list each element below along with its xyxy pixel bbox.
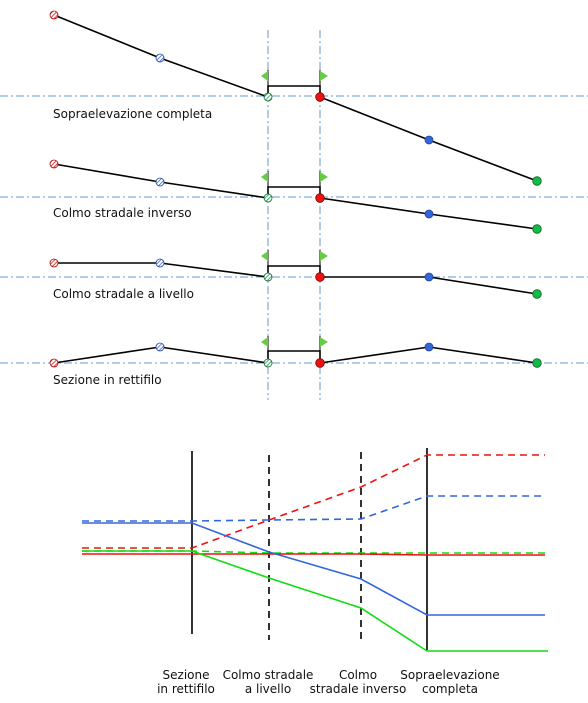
stage-label-level-crown-line1: Colmo stradale	[223, 668, 314, 682]
point-red	[315, 193, 325, 203]
point-red	[315, 358, 325, 368]
section-straight: Sezione in rettifilo	[49, 336, 542, 387]
point-red	[315, 92, 325, 102]
point-green-hatched	[263, 272, 273, 282]
stage-label-full-superelevation-line1: Sopraelevazione	[400, 668, 499, 682]
stage-label-straight-line1: Sezione	[163, 668, 210, 682]
stage-label-inverse-crown-line1: Colmo	[339, 668, 377, 682]
dashed-profile-red	[82, 454, 545, 549]
point-red	[315, 272, 325, 282]
flag-right-icon	[320, 251, 328, 261]
section-inverse-crown: Colmo stradale inverso	[49, 159, 542, 234]
point-green-hatched	[263, 358, 273, 368]
solid-profile-blue	[82, 522, 545, 616]
bottom-transition-diagram: Sezione in rettifilo Colmo stradale a li…	[82, 448, 548, 696]
point-red-hatched	[49, 159, 59, 169]
point-blue	[424, 135, 434, 145]
section-label: Colmo stradale a livello	[53, 287, 194, 301]
stage-label-level-crown-line2: a livello	[245, 682, 291, 696]
point-green-hatched	[263, 92, 273, 102]
solid-profile-red	[82, 553, 545, 556]
median-box	[267, 265, 321, 277]
point-blue-hatched	[155, 258, 165, 268]
flag-right-icon	[320, 71, 328, 81]
point-green	[532, 176, 542, 186]
point-blue	[424, 272, 434, 282]
median-box	[267, 85, 321, 97]
flag-left-icon	[261, 71, 268, 81]
flag-left-icon	[261, 337, 268, 347]
section-label: Sezione in rettifilo	[53, 373, 162, 387]
dashed-profile-blue	[82, 495, 545, 522]
section-level-crown: Colmo stradale a livello	[49, 250, 542, 301]
median-box	[267, 186, 321, 198]
stage-label-inverse-crown-line2: stradale inverso	[310, 682, 407, 696]
point-blue-hatched	[155, 342, 165, 352]
flag-right-icon	[320, 172, 328, 182]
point-green	[532, 224, 542, 234]
stage-label-straight-line2: in rettifilo	[157, 682, 215, 696]
top-cross-sections: Sopraelevazione completa Colmo stradale …	[0, 10, 588, 400]
dashed-profile-green	[82, 550, 545, 554]
section-full-superelevation: Sopraelevazione completa	[49, 10, 542, 186]
point-green-hatched	[263, 193, 273, 203]
solid-profile-green	[82, 550, 548, 652]
point-blue-hatched	[155, 177, 165, 187]
point-blue-hatched	[155, 53, 165, 63]
flag-right-icon	[320, 337, 328, 347]
point-red-hatched	[49, 258, 59, 268]
point-blue	[424, 209, 434, 219]
point-green	[532, 289, 542, 299]
point-green	[532, 358, 542, 368]
point-red-hatched	[49, 10, 59, 20]
section-label: Colmo stradale inverso	[53, 206, 192, 220]
point-blue	[424, 342, 434, 352]
median-box	[267, 350, 321, 363]
stage-label-full-superelevation-line2: completa	[422, 682, 478, 696]
flag-left-icon	[261, 172, 268, 182]
flag-left-icon	[261, 251, 268, 261]
section-label: Sopraelevazione completa	[53, 107, 212, 121]
point-red-hatched	[49, 358, 59, 368]
